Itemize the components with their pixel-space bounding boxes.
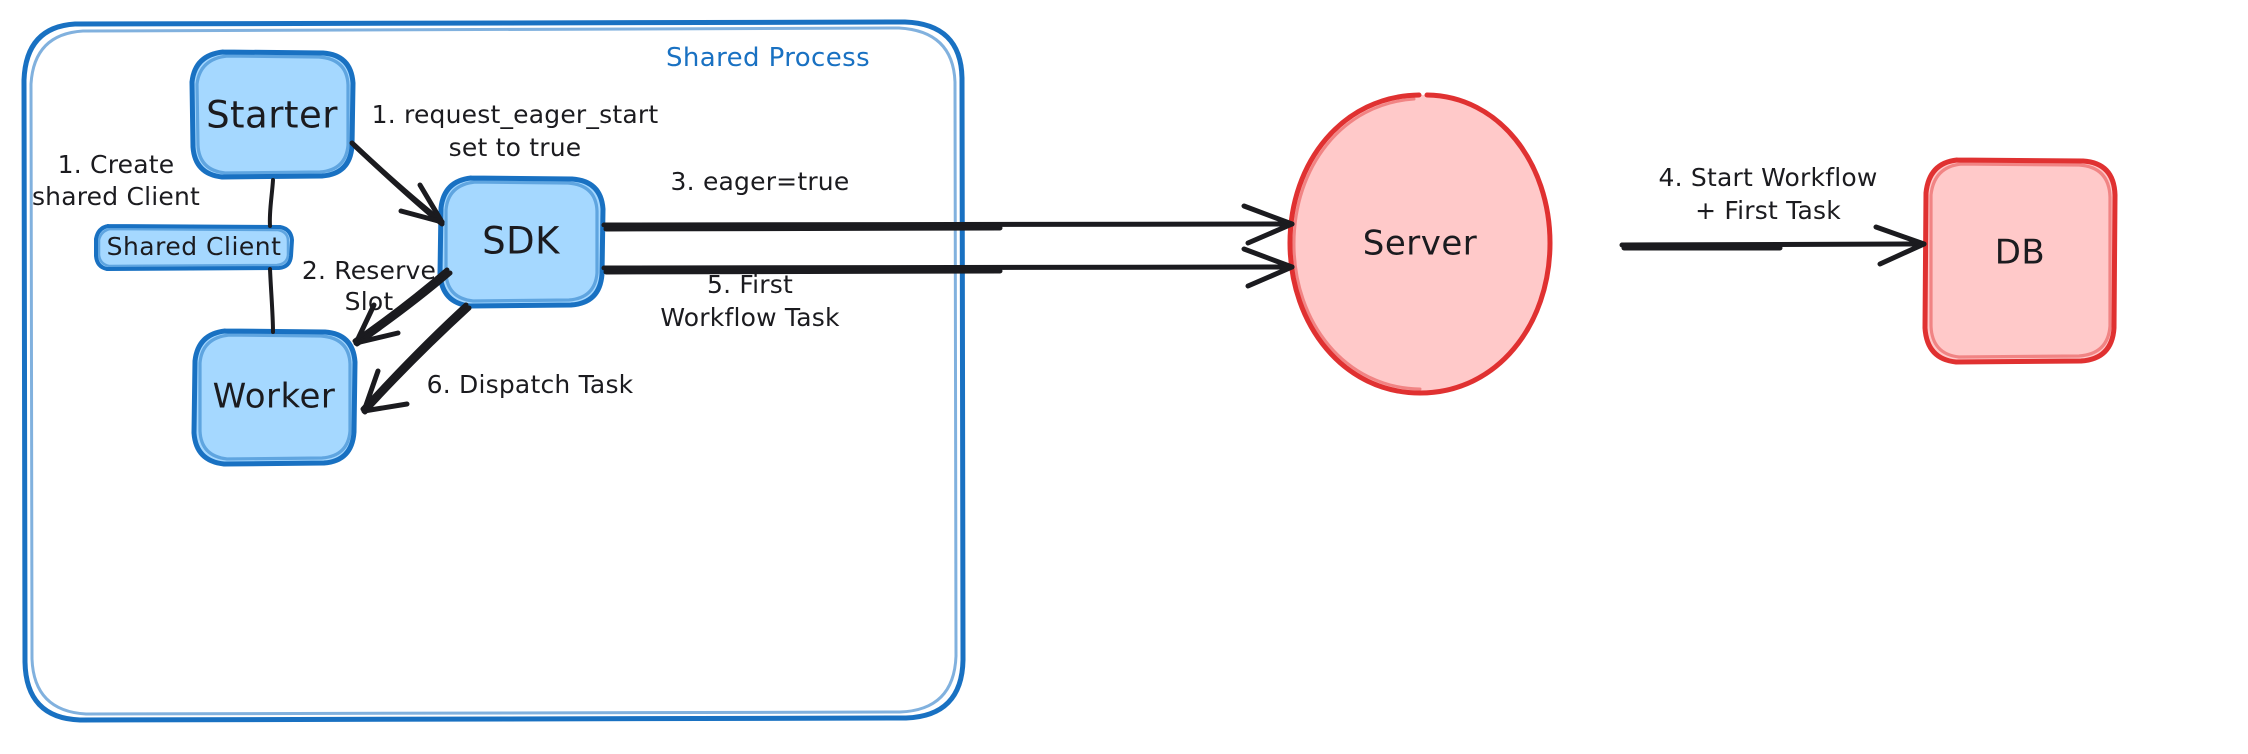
edge-label-request-eager-start-line1: 1. request_eager_start: [372, 100, 659, 129]
edge-label-start-workflow-line2: + First Task: [1695, 196, 1841, 225]
node-sdk-label: SDK: [482, 220, 561, 263]
node-sdk[interactable]: SDK: [437, 175, 606, 309]
edge-label-create-shared-client-line2: shared Client: [32, 182, 200, 211]
node-server-label: Server: [1363, 224, 1478, 264]
edge-label-start-workflow-line1: 4. Start Workflow: [1658, 163, 1877, 192]
edge-starter-shared-client-worker: [267, 178, 275, 334]
edge-label-request-eager-start-line2: set to true: [449, 133, 582, 162]
node-shared-client[interactable]: Shared Client: [94, 224, 294, 271]
node-shared-client-label: Shared Client: [107, 232, 282, 261]
edge-request-eager-start: [349, 140, 445, 227]
edge-start-workflow: [1619, 224, 1927, 267]
node-db[interactable]: DB: [1922, 157, 2118, 365]
edge-dispatch-task: [360, 302, 472, 415]
shared-process-container: [21, 19, 966, 723]
edge-label-first-workflow-task-line1: 5. First: [707, 270, 793, 299]
node-server[interactable]: Server: [1287, 92, 1553, 396]
node-worker-label: Worker: [213, 377, 336, 417]
edge-label-create-shared-client-line1: 1. Create: [58, 150, 175, 179]
node-starter-label: Starter: [206, 94, 338, 137]
edge-eager-true: [601, 203, 1295, 246]
edge-label-reserve-slot-line1: 2. Reserve: [302, 256, 436, 285]
edge-first-workflow-task: [601, 246, 1295, 289]
edge-label-dispatch-task: 6. Dispatch Task: [427, 370, 634, 399]
edge-reserve-slot: [352, 267, 453, 347]
edge-label-first-workflow-task-line2: Workflow Task: [660, 303, 840, 332]
edge-label-reserve-slot-line2: Slot: [345, 287, 394, 316]
node-db-label: DB: [1995, 233, 2046, 273]
node-worker[interactable]: Worker: [191, 328, 358, 467]
node-starter[interactable]: Starter: [189, 49, 356, 180]
edge-label-eager-true: 3. eager=true: [671, 167, 850, 196]
shared-process-label: Shared Process: [666, 43, 870, 73]
